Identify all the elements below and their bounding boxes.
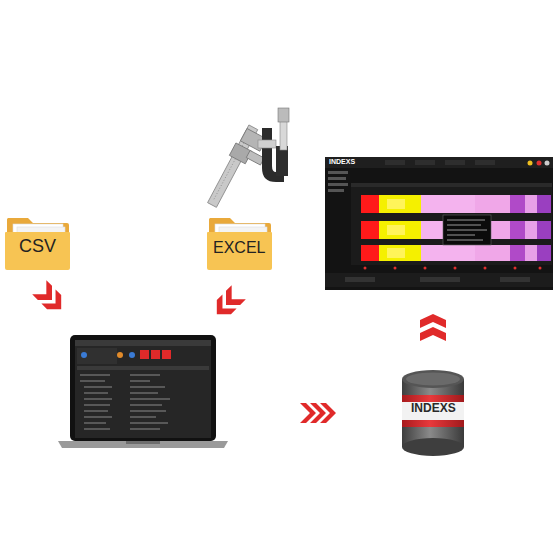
chevron-arrow xyxy=(210,285,246,321)
chevron-head xyxy=(420,327,446,341)
chevron-arrow xyxy=(32,280,68,316)
app-screen: INDEXS xyxy=(325,157,553,290)
laptop xyxy=(58,335,228,448)
chevron-connector xyxy=(420,314,446,341)
chevron-head xyxy=(420,314,446,328)
database-cylinder: INDEXS xyxy=(400,368,466,458)
node-label: EXCEL xyxy=(213,239,265,257)
node-label: CSV xyxy=(19,237,56,257)
chevron-arrow xyxy=(300,403,336,423)
node-label: INDEXS xyxy=(411,402,456,415)
csv-folder: CSV xyxy=(5,215,70,270)
node-label: INDEXS xyxy=(329,158,355,166)
micrometer xyxy=(258,108,289,182)
excel-folder: EXCEL xyxy=(207,215,272,270)
